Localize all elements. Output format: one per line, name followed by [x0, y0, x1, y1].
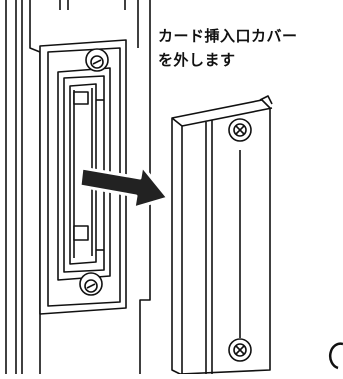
- screw-icon: [228, 338, 252, 362]
- instruction-caption: カード挿入口カバー を外します: [158, 24, 338, 72]
- arrow-icon: [78, 164, 170, 210]
- screw-icon: [79, 272, 103, 296]
- caption-line-1: カード挿入口カバー: [158, 27, 298, 45]
- cropped-mark: [328, 342, 343, 370]
- screw-icon: [228, 118, 252, 142]
- caption-line-2: を外します: [158, 51, 236, 69]
- slot-bezel: [39, 39, 127, 315]
- slot-cover: [171, 95, 273, 375]
- screw-icon: [85, 48, 109, 72]
